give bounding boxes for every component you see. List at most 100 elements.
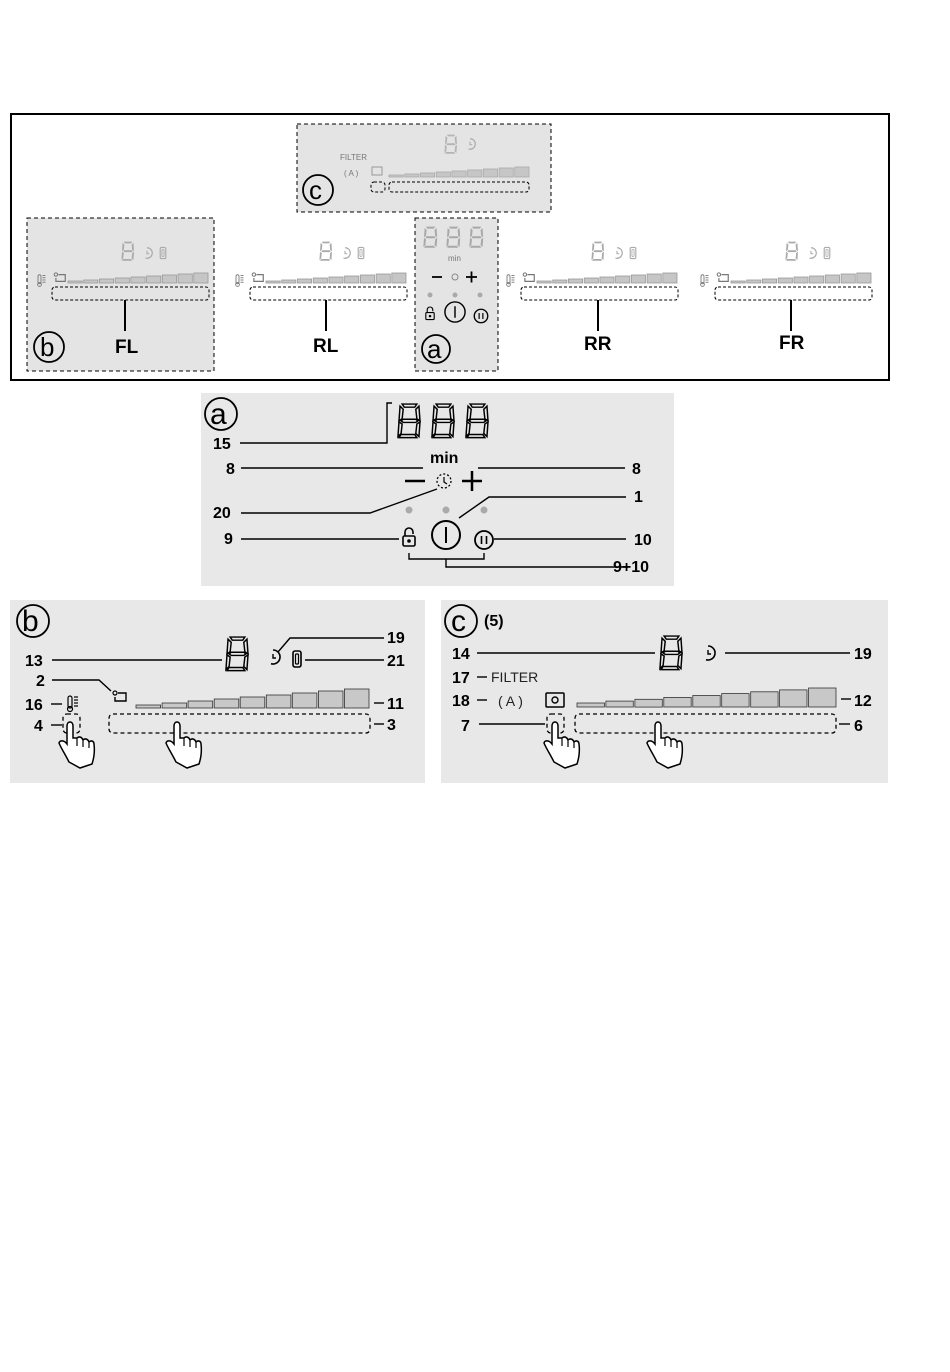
power-bar	[664, 697, 691, 707]
power-bar	[751, 692, 778, 707]
power-bar	[436, 172, 450, 177]
callout-15: 15	[213, 436, 231, 453]
power-bar	[136, 705, 161, 708]
callout-16: 16	[25, 697, 43, 714]
power-bar	[452, 171, 466, 177]
power-bar	[178, 274, 192, 283]
power-bar	[318, 691, 343, 708]
power-bar	[282, 280, 296, 283]
power-bar	[584, 278, 598, 283]
zone-label-fl: FL	[115, 337, 139, 358]
callout-17: 17	[452, 670, 470, 687]
power-bar	[780, 690, 807, 707]
power-bar	[663, 273, 677, 283]
power-bar	[825, 275, 839, 283]
power-bar	[841, 274, 855, 283]
power-bar	[68, 281, 82, 283]
callout-9: 9	[224, 531, 233, 548]
panel-b-letter: b	[40, 332, 54, 362]
detail-a-min-label: min	[430, 450, 458, 467]
power-bar	[344, 689, 369, 708]
filter-label: FILTER	[491, 669, 538, 685]
power-bar	[483, 169, 497, 177]
power-bar	[188, 701, 213, 708]
power-bar	[778, 278, 792, 283]
panel-a-letter: a	[427, 334, 442, 364]
power-bar	[266, 695, 291, 708]
power-bar	[147, 276, 161, 283]
power-bar	[616, 276, 630, 283]
power-bar	[84, 280, 98, 283]
callout-21: 21	[387, 653, 405, 670]
power-bar	[131, 277, 145, 283]
power-bar	[392, 273, 406, 283]
power-bar	[606, 701, 633, 707]
power-bar	[420, 173, 434, 177]
power-bar	[515, 167, 529, 177]
power-bar	[631, 275, 645, 283]
power-bar	[162, 275, 176, 283]
callout-19: 19	[387, 630, 405, 647]
callout-20: 20	[213, 505, 231, 522]
power-bar	[115, 278, 129, 283]
callout-8-left: 8	[226, 461, 235, 478]
power-bar	[747, 280, 761, 283]
power-bar	[99, 279, 113, 283]
overview-filter-label: FILTER	[340, 153, 367, 162]
zone-label-fr: FR	[779, 333, 805, 354]
power-bar	[810, 276, 824, 283]
power-bar	[857, 273, 871, 283]
power-bar	[693, 696, 720, 708]
detail-c-note: (5)	[484, 613, 504, 630]
power-bar	[389, 175, 403, 177]
power-bar	[345, 276, 359, 283]
callout-12: 12	[854, 693, 872, 710]
detail-b-letter: b	[22, 605, 39, 638]
power-bar	[240, 697, 265, 708]
power-bar	[635, 699, 662, 707]
power-bar	[794, 277, 808, 283]
power-bar	[762, 279, 776, 283]
detail-c-letter: c	[451, 605, 466, 638]
power-bar	[329, 277, 343, 283]
power-bar	[553, 280, 567, 283]
callout-3: 3	[387, 717, 396, 734]
power-bar	[313, 278, 327, 283]
power-bar	[537, 281, 551, 283]
zone-label-rr: RR	[584, 334, 612, 355]
zone-label-rl: RL	[313, 336, 339, 357]
auto-label: ( A )	[498, 693, 523, 709]
callout-13: 13	[25, 653, 43, 670]
power-bar	[405, 174, 419, 177]
callout-4: 4	[34, 718, 43, 735]
callout-6: 6	[854, 718, 863, 735]
panel-c-letter: c	[309, 175, 322, 205]
callout-14: 14	[452, 646, 470, 663]
power-bar	[568, 279, 582, 283]
callout-9-10: 9+10	[613, 559, 649, 576]
power-bar	[499, 168, 513, 177]
power-bar	[297, 279, 311, 283]
power-bar	[600, 277, 614, 283]
callout-10: 10	[634, 532, 652, 549]
power-bar	[468, 170, 482, 177]
power-bar	[722, 694, 749, 707]
callout-2: 2	[36, 673, 45, 690]
callout-8-right: 8	[632, 461, 641, 478]
callout-11: 11	[387, 696, 404, 713]
overview-min-label: min	[448, 254, 461, 263]
power-bar	[194, 273, 208, 283]
power-bar	[647, 274, 661, 283]
callout-19-c: 19	[854, 646, 872, 663]
overview-auto-label: ( A )	[344, 169, 359, 178]
callout-18: 18	[452, 693, 470, 710]
callout-7: 7	[461, 718, 470, 735]
detail-a-letter: a	[210, 398, 227, 431]
power-bar	[809, 688, 836, 707]
callout-1: 1	[634, 489, 643, 506]
power-bar	[731, 281, 745, 283]
power-bar	[577, 703, 604, 707]
power-bar	[376, 274, 390, 283]
power-bar	[266, 281, 280, 283]
